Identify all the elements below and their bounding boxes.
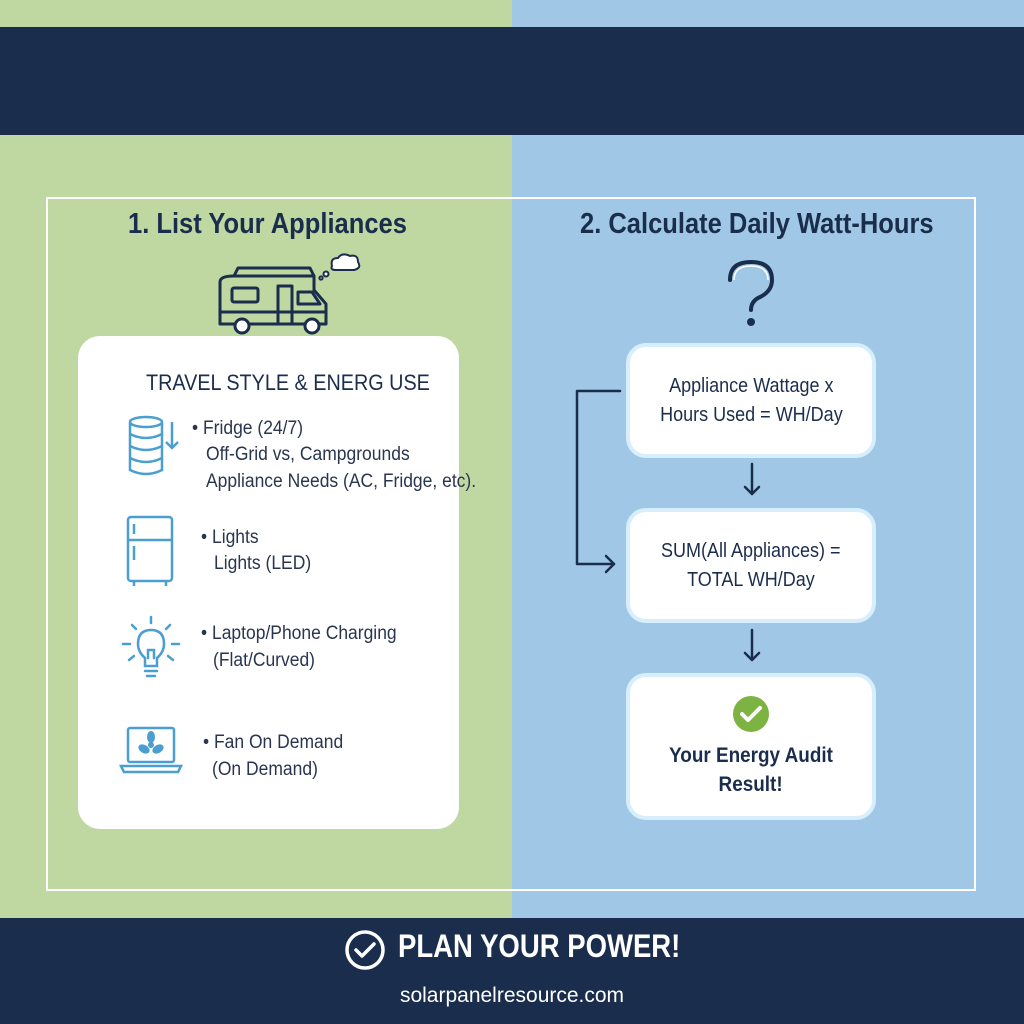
item-1-line-3: Appliance Needs (AC, Fridge, etc). bbox=[206, 471, 477, 492]
top-header-band bbox=[0, 27, 1024, 135]
check-circle-outline-icon bbox=[345, 930, 385, 970]
item-1-line-2: Off-Grid vs, Campgrounds bbox=[206, 444, 410, 465]
result-box: Your Energy Audit Result! bbox=[626, 673, 876, 820]
card-title: TRAVEL STYLE & ENERG USE bbox=[146, 370, 430, 395]
lightbulb-icon bbox=[121, 615, 181, 678]
bottom-footer-band bbox=[0, 918, 1024, 1024]
flow-connectors bbox=[575, 389, 761, 662]
item-2-line-2: Lights (LED) bbox=[214, 553, 312, 574]
footer-url[interactable]: solarpanelresource.com bbox=[399, 984, 625, 1007]
formula-line-2: Hours Used = WH/Day bbox=[659, 403, 843, 426]
question-mark-icon bbox=[728, 259, 775, 326]
bracket-arrow bbox=[575, 389, 622, 566]
content-frame bbox=[46, 197, 976, 891]
item-4-line-1: • Fan On Demand bbox=[203, 732, 344, 753]
battery-stack-icon bbox=[128, 415, 179, 476]
item-4-line-2: (On Demand) bbox=[212, 759, 318, 780]
step-1-heading: 1. List Your Appliances bbox=[128, 208, 407, 240]
sum-line-2: TOTAL WH/Day bbox=[687, 568, 815, 591]
down-arrow-1 bbox=[743, 462, 761, 496]
down-arrow-2 bbox=[743, 628, 761, 662]
sum-line-1: SUM(All Appliances) = bbox=[661, 539, 841, 562]
fridge-icon bbox=[126, 515, 174, 586]
item-3-line-2: (Flat/Curved) bbox=[213, 650, 315, 671]
item-3-line-1: • Laptop/Phone Charging bbox=[201, 623, 397, 644]
laptop-fan-icon bbox=[118, 726, 184, 774]
check-circle-icon bbox=[733, 695, 769, 732]
result-line-2: Result! bbox=[718, 772, 784, 796]
sum-box: SUM(All Appliances) = TOTAL WH/Day bbox=[626, 508, 876, 623]
step-2-heading: 2. Calculate Daily Watt-Hours bbox=[580, 208, 934, 240]
item-2-line-1: • Lights bbox=[201, 527, 259, 548]
result-line-1: Your Energy Audit bbox=[669, 743, 833, 767]
item-1-line-1: • Fridge (24/7) bbox=[192, 418, 304, 439]
formula-box: Appliance Wattage x Hours Used = WH/Day bbox=[626, 343, 876, 458]
rv-camper-icon bbox=[218, 253, 361, 335]
footer-banner: PLAN YOUR POWER! bbox=[398, 928, 681, 964]
formula-line-1: Appliance Wattage x bbox=[668, 374, 834, 397]
